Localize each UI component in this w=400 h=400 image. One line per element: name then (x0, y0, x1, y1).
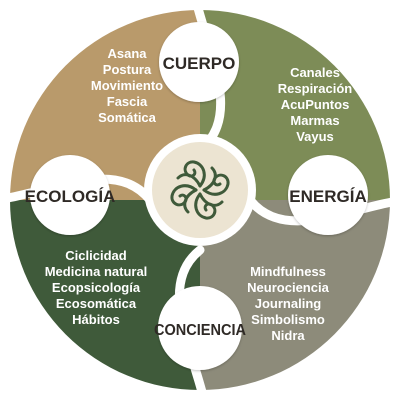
list-item: Journaling (255, 296, 322, 311)
list-item: AcuPuntos (281, 97, 350, 112)
list-item: Canales (290, 65, 340, 80)
list-item: Postura (103, 62, 152, 77)
segment-title-ecologia: ECOLOGÍA (25, 187, 116, 206)
list-item: Hábitos (72, 312, 120, 327)
list-item: Fascia (107, 94, 148, 109)
list-item: Mindfulness (250, 264, 326, 279)
list-item: Marmas (290, 113, 339, 128)
center-medallion (144, 134, 256, 246)
list-item: Simbolismo (251, 312, 325, 327)
item-list-energia: Canales Respiración AcuPuntos Marmas Vay… (278, 65, 352, 144)
four-swirl-spiral-ornament-icon (170, 160, 230, 220)
badge-conciencia: CONCIENCIA (154, 286, 246, 370)
segment-energia (200, 10, 390, 200)
list-item: Ciclicidad (65, 248, 126, 263)
list-item: Asana (107, 46, 147, 61)
list-item: Somática (98, 110, 157, 125)
list-item: Respiración (278, 81, 352, 96)
segment-cuerpo (10, 10, 200, 200)
badge-energia: ENERGÍA (288, 155, 368, 235)
segment-conciencia (200, 200, 390, 390)
segment-title-cuerpo: CUERPO (163, 54, 236, 73)
badge-cuerpo: CUERPO (159, 22, 239, 102)
badge-ecologia: ECOLOGÍA (25, 155, 116, 235)
segment-title-conciencia: CONCIENCIA (154, 322, 246, 339)
list-item: Medicina natural (45, 264, 148, 279)
list-item: Movimiento (91, 78, 163, 93)
list-item: Nidra (271, 328, 305, 343)
list-item: Ecosomática (56, 296, 137, 311)
list-item: Neurociencia (247, 280, 329, 295)
item-list-ecologia: Ciclicidad Medicina natural Ecopsicologí… (45, 248, 148, 327)
list-item: Ecopsicología (52, 280, 141, 295)
center-disc (152, 142, 248, 238)
list-item: Vayus (296, 129, 334, 144)
item-list-cuerpo: Asana Postura Movimiento Fascia Somática (91, 46, 163, 125)
segment-title-energia: ENERGÍA (289, 187, 366, 206)
segment-ecologia (10, 200, 200, 390)
item-list-conciencia: Mindfulness Neurociencia Journaling Simb… (247, 264, 329, 343)
